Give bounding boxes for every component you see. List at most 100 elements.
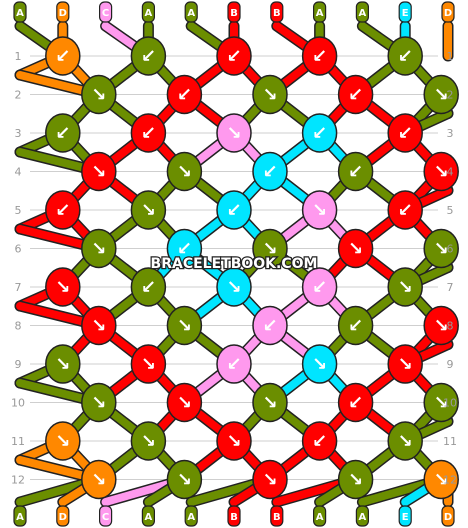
string-letter: E bbox=[402, 8, 409, 19]
string-letter: A bbox=[145, 8, 153, 19]
knot-arrow-icon: ↘ bbox=[348, 239, 363, 260]
knot: ↙ bbox=[337, 382, 374, 423]
knot-arrow-icon: ↘ bbox=[226, 123, 241, 144]
end-string: A bbox=[13, 505, 27, 527]
row-label-left: 7 bbox=[15, 281, 22, 294]
row-label-left: 12 bbox=[11, 474, 25, 487]
string-cap bbox=[98, 1, 113, 23]
string-letter: D bbox=[59, 512, 67, 523]
row-label-right: 5 bbox=[447, 204, 454, 217]
knot-arrow-icon: ↘ bbox=[141, 431, 156, 452]
knot: ↙ bbox=[166, 74, 203, 115]
knot-arrow-icon: ↘ bbox=[177, 316, 192, 337]
string-cap bbox=[56, 1, 70, 23]
knot: ↙ bbox=[301, 421, 338, 461]
knot: ↘ bbox=[81, 459, 117, 500]
knot-arrow-icon: ↙ bbox=[312, 123, 327, 144]
knot: ↙ bbox=[252, 305, 288, 346]
string-letter: A bbox=[187, 8, 195, 19]
knot: ↘ bbox=[423, 382, 459, 423]
knot-shape bbox=[387, 36, 423, 76]
knot-arrow-icon: ↙ bbox=[141, 46, 156, 67]
knot-arrow-icon: ↘ bbox=[91, 470, 106, 491]
knot: ↘ bbox=[423, 151, 459, 192]
knot-arrow-icon: ↘ bbox=[91, 239, 106, 260]
knot-shape bbox=[301, 344, 338, 384]
knot: ↘ bbox=[252, 228, 288, 269]
string-letter: A bbox=[16, 8, 24, 19]
knot-shape bbox=[166, 382, 203, 423]
knot-arrow-icon: ↘ bbox=[177, 162, 192, 183]
row-label-right: 1 bbox=[447, 50, 454, 63]
row-label-left: 4 bbox=[15, 166, 22, 179]
string-cap bbox=[13, 505, 27, 527]
knot-shape bbox=[81, 228, 117, 269]
knot-shape bbox=[216, 113, 252, 153]
row-label-left: 5 bbox=[15, 204, 22, 217]
knot: ↘ bbox=[301, 344, 338, 384]
end-string: B bbox=[227, 505, 241, 527]
string-letter: A bbox=[187, 512, 195, 523]
knot-shape bbox=[387, 344, 423, 384]
knot-shape bbox=[166, 74, 203, 115]
knot-shape bbox=[216, 267, 252, 307]
row-label-right: 8 bbox=[447, 320, 454, 333]
knot-arrow-icon: ↙ bbox=[226, 200, 241, 221]
knot-shape bbox=[81, 459, 117, 500]
knot-shape bbox=[216, 190, 252, 230]
knot-arrow-icon: ↘ bbox=[398, 354, 413, 375]
knot-arrow-icon: ↘ bbox=[262, 393, 277, 414]
knot: ↙ bbox=[387, 113, 423, 153]
string-letter: A bbox=[316, 8, 324, 19]
knot-arrow-icon: ↘ bbox=[434, 316, 449, 337]
start-string: A bbox=[355, 1, 369, 23]
string-letter: D bbox=[444, 8, 452, 19]
row-label-left: 10 bbox=[11, 397, 25, 410]
knot-shape bbox=[130, 36, 167, 76]
knot-arrow-icon: ↙ bbox=[177, 239, 192, 260]
knot-shape bbox=[423, 151, 459, 192]
knot-arrow-icon: ↙ bbox=[141, 123, 156, 144]
knot: ↘ bbox=[45, 267, 81, 307]
row-label-left: 1 bbox=[15, 50, 22, 63]
knot: ↙ bbox=[216, 36, 252, 76]
end-string: E bbox=[398, 505, 412, 527]
knot: ↘ bbox=[81, 228, 117, 269]
knot-shape bbox=[423, 228, 459, 269]
knot-shape bbox=[81, 382, 117, 423]
knot-shape bbox=[387, 113, 423, 153]
knot-arrow-icon: ↘ bbox=[398, 277, 413, 298]
string-cap bbox=[441, 505, 455, 527]
knot: ↘ bbox=[166, 459, 203, 500]
knot-shape bbox=[337, 228, 374, 269]
knot-shape bbox=[301, 190, 338, 230]
knot: ↙ bbox=[166, 228, 203, 269]
start-string: A bbox=[184, 1, 198, 23]
knot: ↙ bbox=[387, 190, 423, 230]
start-string: A bbox=[141, 1, 155, 23]
knot: ↘ bbox=[252, 74, 288, 115]
knot-shape bbox=[166, 151, 203, 192]
end-string: A bbox=[355, 505, 369, 527]
knot: ↘ bbox=[216, 267, 252, 307]
string-letter: B bbox=[273, 512, 281, 523]
row-label-left: 9 bbox=[15, 358, 22, 371]
knot: ↘ bbox=[216, 421, 252, 461]
knot-shape bbox=[337, 305, 374, 346]
knot: ↘ bbox=[81, 382, 117, 423]
knot-shape bbox=[166, 459, 203, 500]
knot-shape bbox=[216, 421, 252, 461]
knot-shape bbox=[252, 459, 288, 500]
knot-shape bbox=[81, 151, 117, 192]
knot-arrow-icon: ↘ bbox=[348, 470, 363, 491]
string-cap bbox=[313, 1, 327, 23]
knot: ↘ bbox=[166, 305, 203, 346]
knot-shape bbox=[252, 382, 288, 423]
knot-arrow-icon: ↙ bbox=[398, 200, 413, 221]
knot-shape bbox=[337, 74, 374, 115]
start-string: E bbox=[398, 1, 412, 23]
knot-shape bbox=[130, 113, 167, 153]
string-cap bbox=[398, 505, 412, 527]
knot-arrow-icon: ↙ bbox=[348, 393, 363, 414]
